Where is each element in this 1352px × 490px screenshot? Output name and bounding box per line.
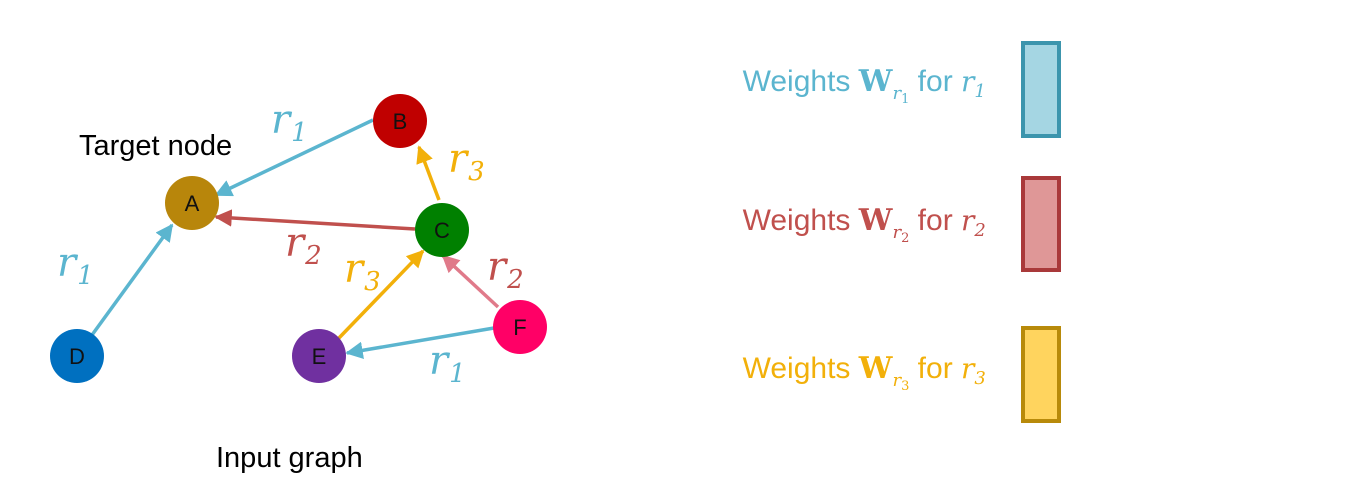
target-node-label: Target node (79, 130, 232, 162)
node-c: C (415, 203, 469, 257)
edge-f-e-r1 (345, 326, 495, 359)
weights-row-r1: Weights Wr1 for r1 (703, 41, 1061, 138)
node-a: A (165, 176, 219, 230)
edge-label-f-e: r1 (429, 338, 466, 389)
weights-label-r1: Weights Wr1 for r1 (703, 64, 1017, 107)
svg-text:F: F (513, 315, 526, 340)
svg-text:E: E (312, 344, 327, 369)
node-d: D (50, 329, 104, 383)
edge-label-d-a: r1 (57, 240, 94, 291)
weight-matrix-r1 (1021, 41, 1061, 138)
edge-label-b-a: r1 (271, 97, 308, 148)
graph-caption: Input graph (216, 442, 363, 474)
edge-d-a-r1 (90, 223, 174, 337)
weights-row-r2: Weights Wr2 for r2 (703, 176, 1061, 272)
svg-text:C: C (434, 218, 450, 243)
edge-b-a-r1 (214, 118, 374, 197)
input-graph: r1 r1 r2 r3 r3 r2 r1 A B C D E F (50, 94, 547, 474)
node-f: F (493, 300, 547, 354)
weight-matrix-r3 (1021, 326, 1061, 423)
svg-text:B: B (393, 109, 408, 134)
edge-label-c-b: r3 (448, 136, 485, 187)
svg-text:A: A (185, 191, 200, 216)
svg-text:D: D (69, 344, 85, 369)
edge-f-c-r2 (441, 254, 500, 309)
node-b: B (373, 94, 427, 148)
weight-matrix-r2 (1021, 176, 1061, 272)
edge-label-c-a: r2 (285, 220, 322, 271)
weights-row-r3: Weights Wr3 for r3 (703, 326, 1061, 423)
edge-label-e-c: r3 (344, 246, 381, 297)
weights-legend: Weights Wr1 for r1 Weights Wr2 for r2 We… (703, 41, 1061, 423)
edge-e-c-r3 (336, 249, 425, 341)
weights-label-r3: Weights Wr3 for r3 (703, 351, 1017, 394)
edge-c-a-r2 (214, 209, 416, 231)
edge-label-f-c: r2 (487, 244, 524, 295)
node-e: E (292, 329, 346, 383)
edge-c-b-r3 (416, 145, 441, 201)
weights-label-r2: Weights Wr2 for r2 (703, 203, 1017, 246)
